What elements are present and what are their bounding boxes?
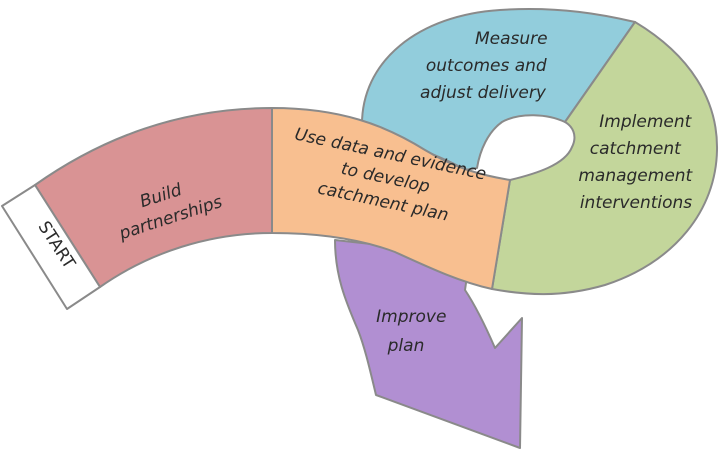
use-data-segment [271,107,511,290]
measure-line-3: adjust delivery [420,83,547,103]
improve-line-2: plan [387,336,425,356]
improve-plan-label: Improve plan [376,307,452,356]
improve-plan-arrow [334,239,523,449]
implement-line-3: management [578,166,693,186]
improve-line-1: Improve [376,307,446,327]
implement-line-1: Implement [599,112,692,132]
measure-line-1: Measure [475,29,548,49]
start-box[interactable] [1,184,101,310]
measure-label: Measure outcomes and adjust delivery [420,29,553,103]
implement-line-4: interventions [580,193,692,213]
measure-line-2: outcomes and [426,56,547,76]
implement-segment [491,21,719,296]
implement-line-2: catchment [590,139,682,159]
build-segment [34,107,273,288]
implement-label: Implement catchment management intervent… [578,112,697,213]
